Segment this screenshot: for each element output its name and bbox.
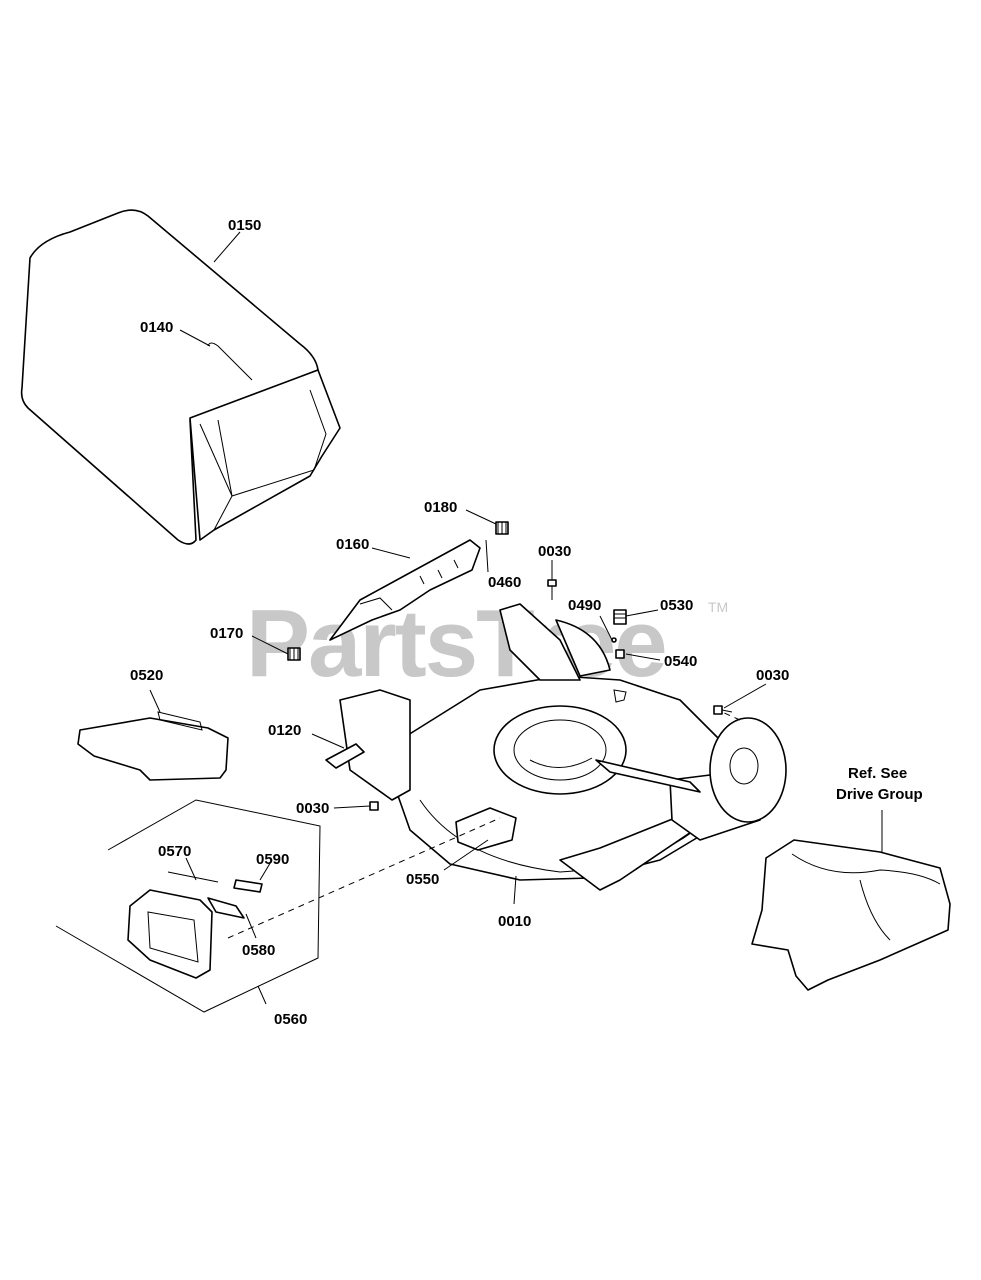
callout-0550: 0550	[406, 871, 439, 888]
bolt-0030-left	[369, 801, 379, 811]
mower-deck-part	[339, 603, 787, 891]
callout-0560: 0560	[274, 1011, 307, 1028]
callout-0180: 0180	[424, 499, 457, 516]
callout-0540: 0540	[664, 653, 697, 670]
callout-0520: 0520	[130, 667, 163, 684]
leader-lines	[149, 231, 883, 1005]
callout-0160: 0160	[336, 536, 369, 553]
callout-0570: 0570	[158, 843, 191, 860]
callout-0170: 0170	[210, 625, 243, 642]
callout-0530: 0530	[660, 597, 693, 614]
callout-0030-left: 0030	[296, 800, 329, 817]
dashed-guide-2	[721, 711, 741, 721]
callout-0140: 0140	[140, 319, 173, 336]
callout-0030-top: 0030	[538, 543, 571, 560]
callout-0590: 0590	[256, 851, 289, 868]
callout-0460: 0460	[488, 574, 521, 591]
spring-0170	[287, 647, 301, 661]
assembly-bracket	[55, 799, 321, 1013]
rear-flap-part	[329, 539, 481, 641]
drive-group-ref-line2: Drive Group	[836, 786, 923, 803]
dashed-guide	[227, 817, 501, 939]
callout-0030-right: 0030	[756, 667, 789, 684]
drive-cover-part	[751, 839, 951, 991]
callout-0490: 0490	[568, 597, 601, 614]
callout-0580: 0580	[242, 942, 275, 959]
grass-bag-part	[20, 209, 341, 545]
callout-0150: 0150	[228, 217, 261, 234]
callout-0010: 0010	[498, 913, 531, 930]
callout-0120: 0120	[268, 722, 301, 739]
rear-door-hinge-part	[325, 743, 365, 769]
watermark-trademark: TM	[708, 599, 728, 615]
side-chute-part	[77, 711, 229, 781]
drive-group-ref-line1: Ref. See	[848, 765, 907, 782]
adjuster-0530	[613, 609, 627, 625]
bolt-0030-right	[713, 705, 733, 715]
pin-0490-0540	[611, 637, 625, 659]
mulch-plug-assembly	[127, 871, 263, 979]
spring-0180	[495, 521, 509, 535]
